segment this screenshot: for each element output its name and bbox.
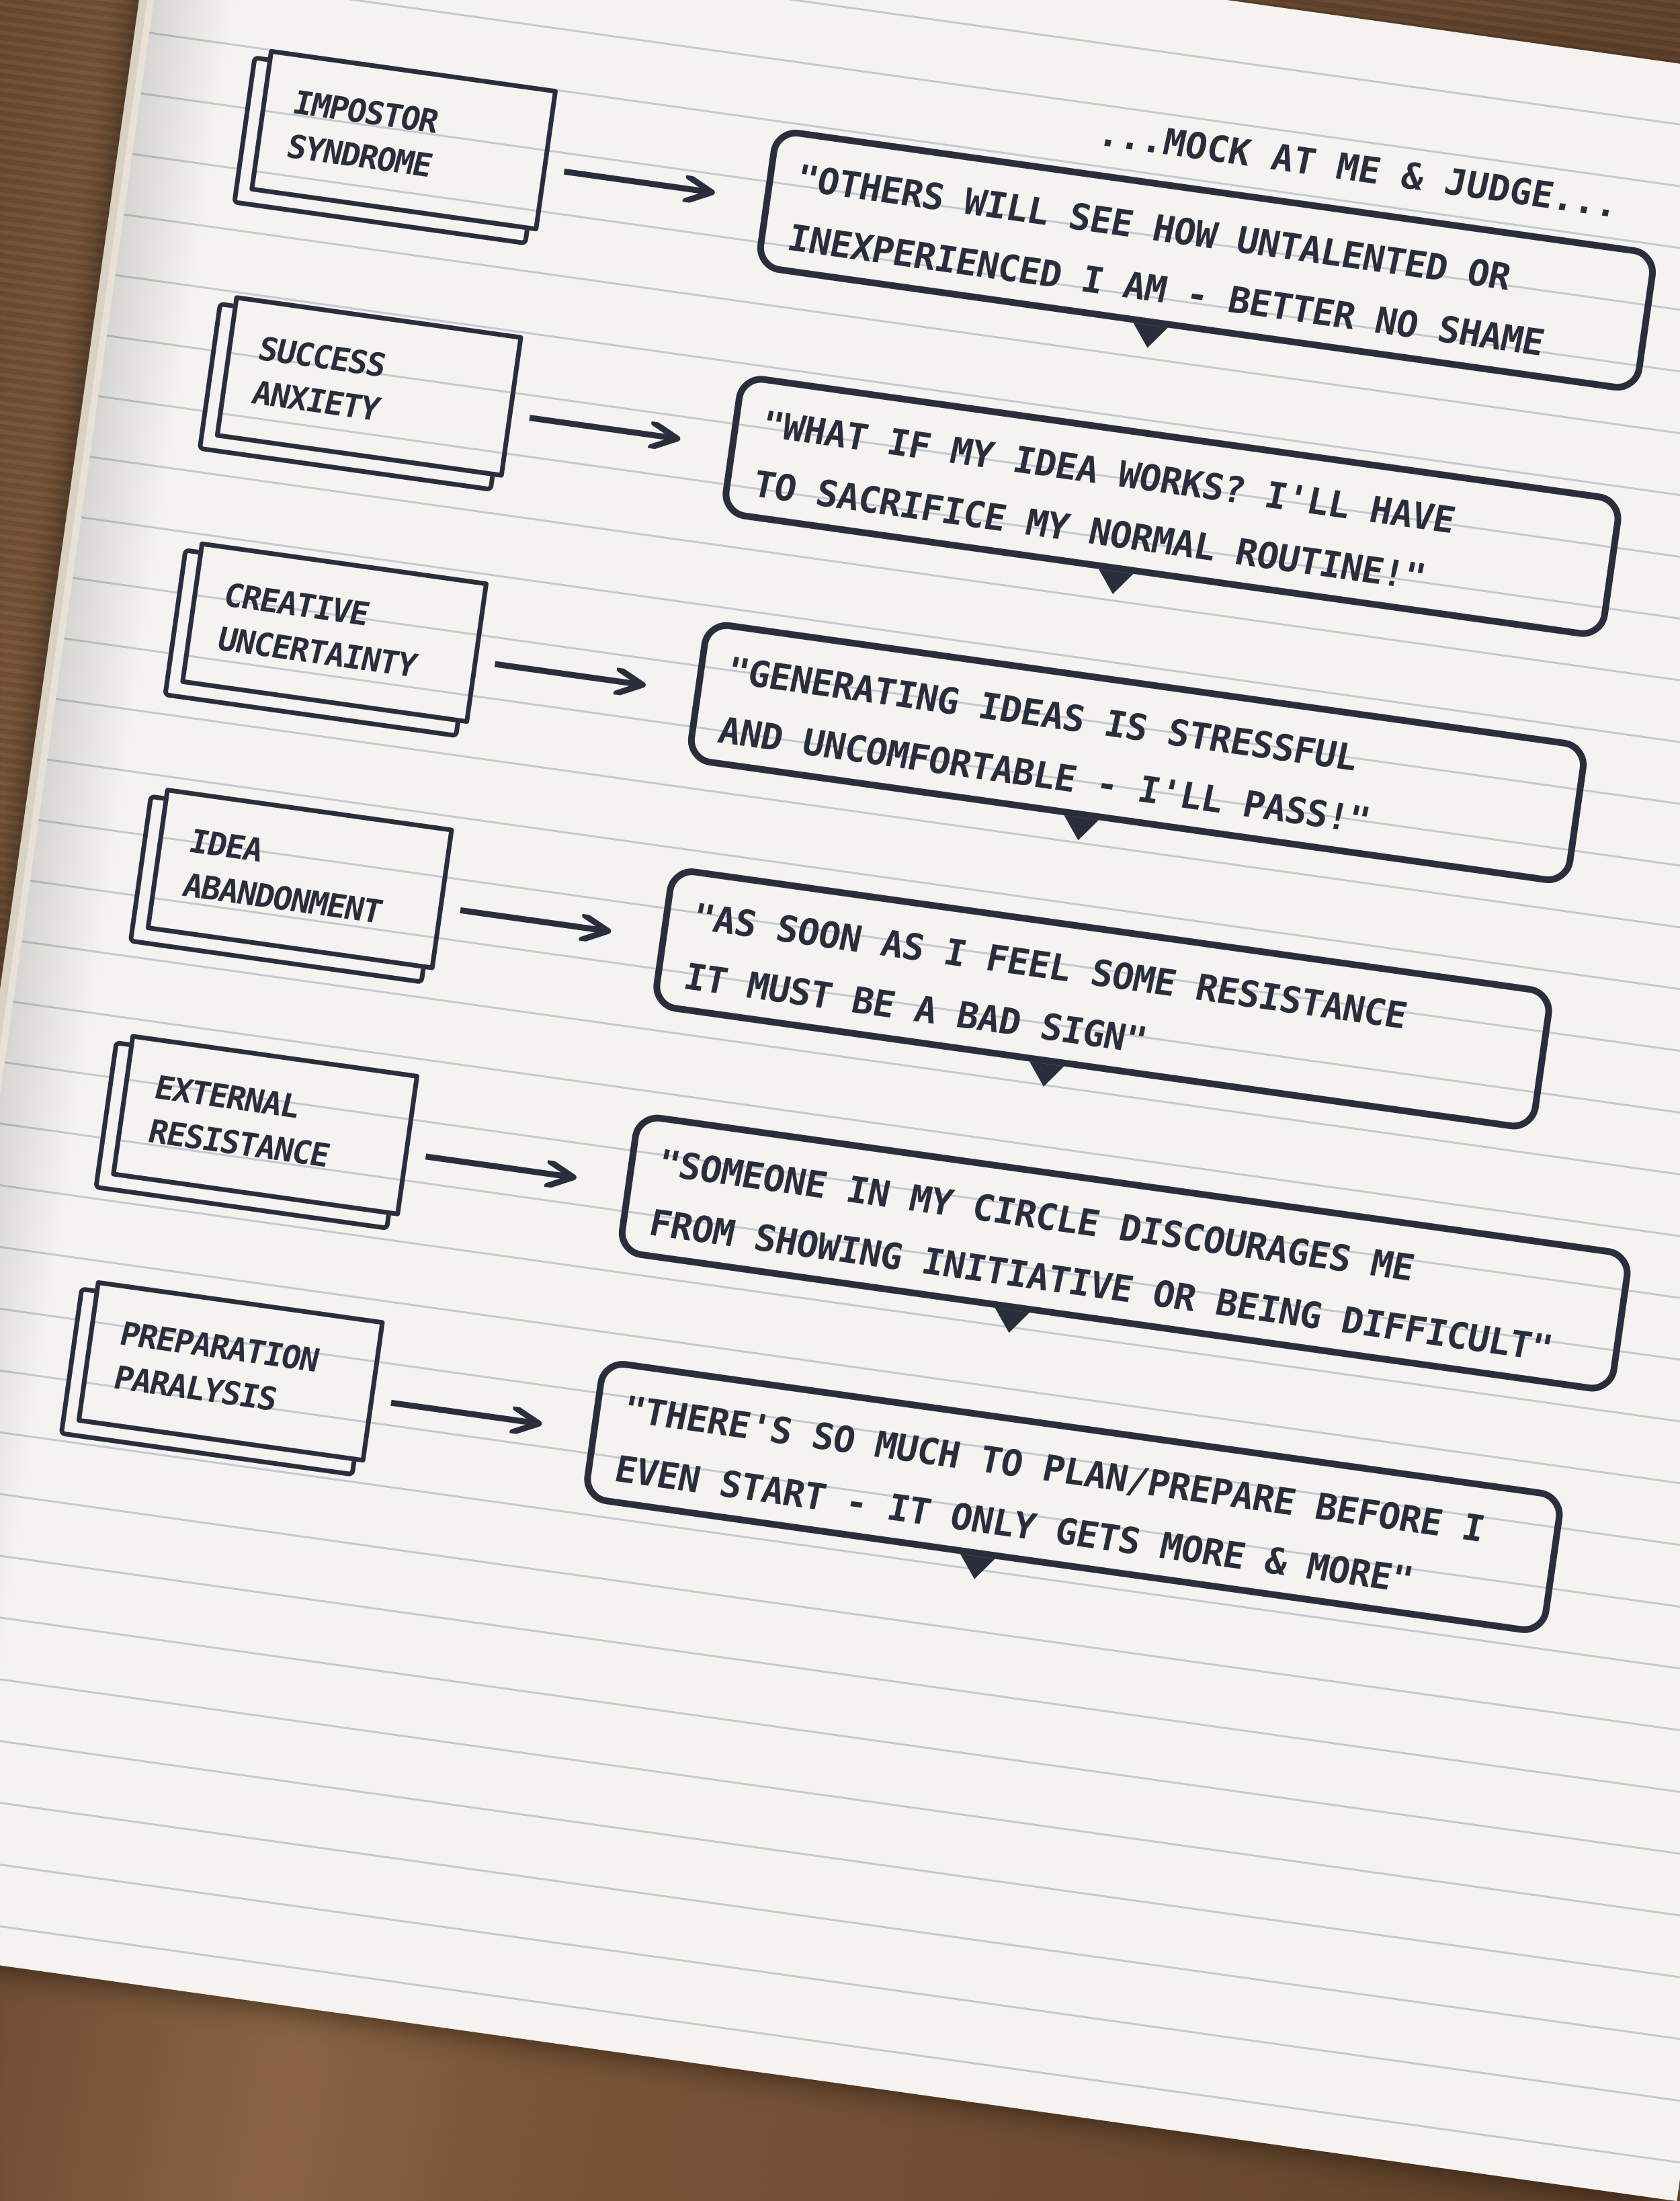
row-preparation-paralysis: PREPARATION PARALYSIS "THERE'S SO MUCH T… [0, 1250, 1680, 1782]
label-box: PREPARATION PARALYSIS [76, 1280, 385, 1463]
row-external-resistance: EXTERNAL RESISTANCE "SOMEONE IN MY CIRCL… [0, 1003, 1680, 1536]
label-box: CREATIVE UNCERTAINTY [179, 541, 489, 724]
row-impostor-syndrome: IMPOSTOR SYNDROME "OTHERS WILL SEE HOW U… [112, 19, 1680, 551]
row-creative-uncertainty: CREATIVE UNCERTAINTY "GENERATING IDEAS I… [43, 511, 1680, 1043]
arrow-right-icon [562, 168, 715, 204]
label-box: SUCCESS ANXIETY [214, 294, 523, 479]
arrow-right-icon [493, 661, 646, 697]
row-idea-abandonment: IDEA ABANDONMENT "AS SOON AS I FEEL SOME… [8, 757, 1680, 1290]
arrow-right-icon [458, 907, 612, 943]
arrow-right-icon [389, 1399, 542, 1436]
label-box: IMPOSTOR SYNDROME [249, 48, 558, 232]
label-box: EXTERNAL RESISTANCE [110, 1034, 420, 1217]
speech-bubble: "OTHERS WILL SEE HOW UNTALENTED OR INEXP… [753, 126, 1659, 394]
arrow-right-icon [423, 1153, 577, 1189]
label-box: IDEA ABANDONMENT [145, 787, 454, 970]
arrow-right-icon [528, 415, 681, 450]
row-success-anxiety: SUCCESS ANXIETY "WHAT IF MY IDEA WORKS? … [77, 265, 1680, 797]
